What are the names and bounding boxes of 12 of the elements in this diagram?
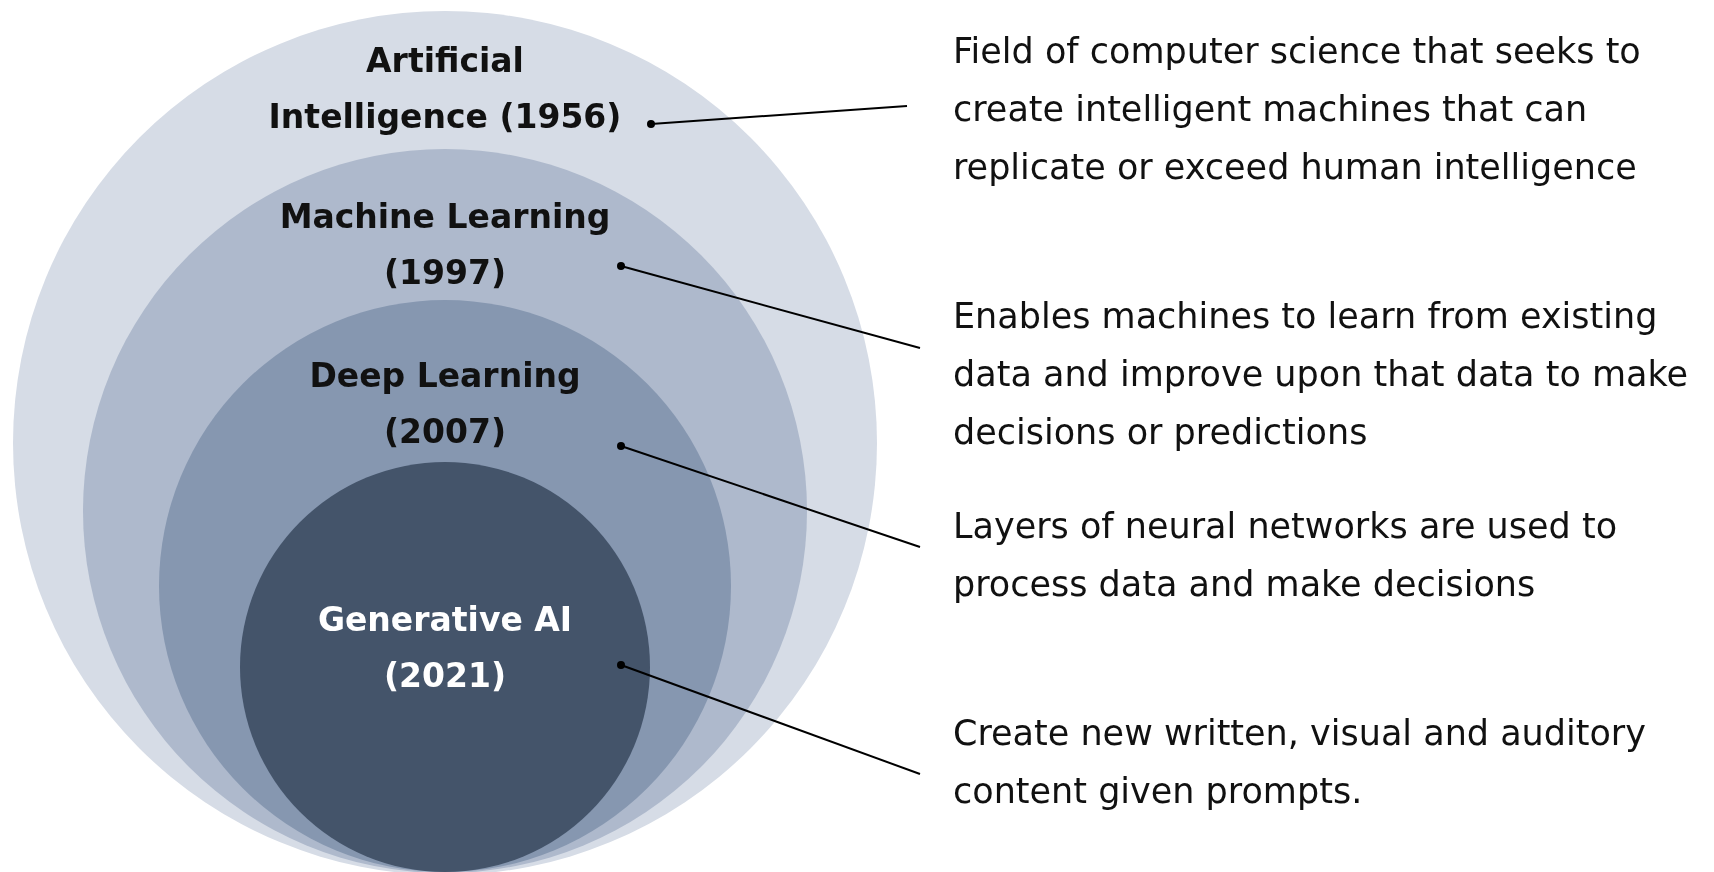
description-text: Enables machines to learn from existing data and improve upon that data to make decisions or predictions <box>953 287 1713 461</box>
circle-label: Machine Learning (1997) <box>278 196 612 294</box>
leader-line <box>617 661 921 775</box>
description-text: Create new written, visual and auditory content given prompts. <box>953 704 1713 820</box>
leader-line <box>617 442 921 548</box>
description-text: Layers of neural networks are used to process data and make decisions <box>953 497 1713 613</box>
circle-label: Generative AI (2021) <box>316 599 574 697</box>
leader-line <box>647 105 908 128</box>
description-text: Field of computer science that seeks to create intelligent machines that can replicate or exceed human intelligence <box>953 22 1713 196</box>
leader-line <box>617 262 921 349</box>
circle-label: Deep Learning (2007) <box>308 355 582 453</box>
circle-label: Artificial Intelligence (1956) <box>267 40 623 138</box>
